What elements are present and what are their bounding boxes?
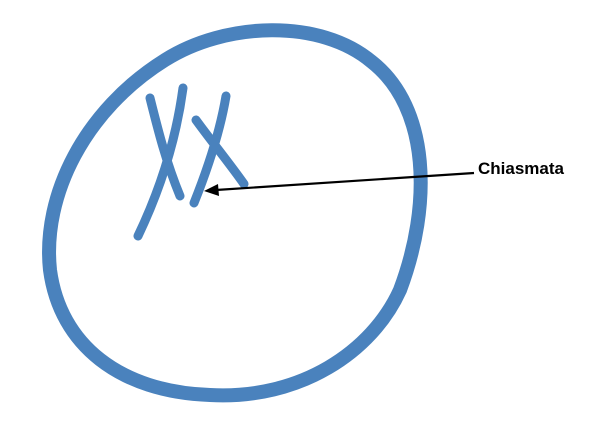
- chiasmata-label: Chiasmata: [478, 159, 564, 178]
- chromosome-2-strand-a: [191, 115, 249, 189]
- chromosome-pair: [133, 83, 249, 241]
- chromosome-1-strand-b: [133, 83, 188, 241]
- chromosome-2-strand-b: [189, 91, 231, 208]
- pointer-arrowhead: [204, 184, 219, 196]
- cell-outline: [42, 23, 428, 403]
- chromosome-1-strand-a: [145, 93, 185, 201]
- pointer-arrow-line: [215, 171, 475, 192]
